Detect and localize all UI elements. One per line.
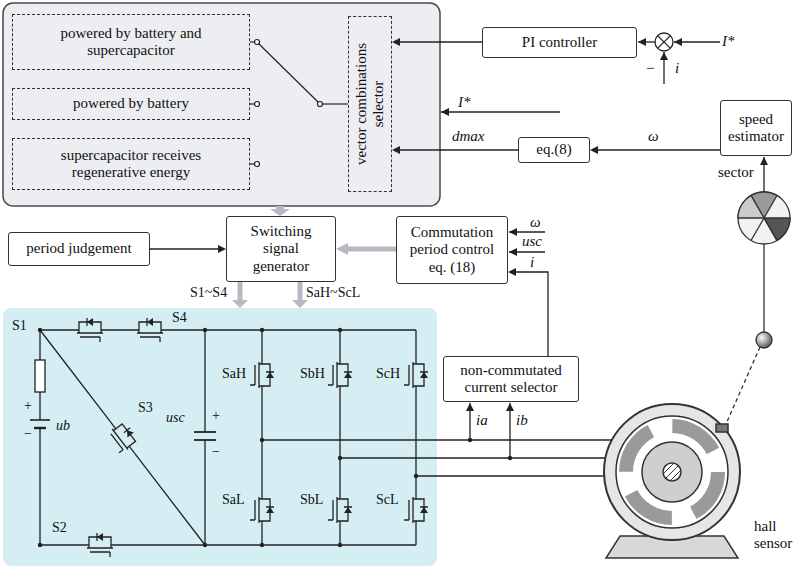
switch-label: S1	[12, 318, 27, 333]
hall-disc	[726, 157, 790, 424]
switch-label: SaH	[222, 366, 246, 381]
phase-wires	[262, 403, 612, 476]
signal-label: i	[675, 60, 679, 77]
junction-dots	[38, 328, 512, 547]
control-box: Commutation period control eq. (18)	[396, 216, 508, 284]
switch-group-label: SaH~ScL	[306, 285, 360, 300]
switch-label: ScH	[376, 366, 400, 381]
node-text: supercapacitor receives regenerative ene…	[26, 147, 236, 182]
converter-circuit	[30, 330, 416, 545]
node-text: vector combinations selector	[353, 22, 388, 186]
switch-label: SbL	[300, 492, 323, 507]
signal-label: I*	[458, 94, 471, 111]
edge-label: i	[530, 254, 534, 271]
connector	[400, 149, 518, 150]
signal-label: usc	[522, 233, 542, 250]
mode-box: powered by battery and supercapacitor	[12, 14, 250, 70]
switch-label: S2	[52, 520, 67, 535]
current-label: ia	[476, 412, 488, 429]
switch-symbols	[70, 318, 428, 557]
selector-box: non-commutated current selector	[443, 356, 579, 402]
switch-label: SbH	[300, 366, 325, 381]
polarity-sign: +	[212, 408, 220, 423]
signal-label: sector	[718, 164, 754, 181]
selector-box: vector combinations selector	[348, 16, 392, 192]
mode-box: supercapacitor receives regenerative ene…	[12, 138, 250, 190]
voltage-label: ub	[56, 418, 70, 433]
connector	[516, 272, 548, 356]
switch-group-label: S1~S4	[190, 285, 227, 300]
motor	[604, 404, 740, 558]
node-text: powered by battery	[73, 95, 189, 112]
controller-box: PI controller	[482, 27, 637, 58]
connector	[348, 247, 396, 252]
control-panel	[3, 3, 440, 206]
switch-label: S3	[138, 400, 153, 415]
mode-box: powered by battery	[12, 88, 250, 120]
voltage-label: usc	[166, 410, 185, 425]
summing-junction	[638, 33, 720, 84]
node-text: period judgement	[26, 240, 131, 257]
edge-label: ω	[648, 128, 659, 145]
reference-wire	[441, 111, 560, 112]
process-box: period judgement	[8, 232, 150, 266]
sign-label: −	[646, 60, 654, 77]
estimator-box: speed estimator	[720, 100, 792, 156]
equation-box: eq.(8)	[518, 137, 590, 163]
switch-label: S4	[172, 310, 187, 325]
converter-region	[3, 308, 437, 566]
signal-label: I*	[722, 33, 735, 50]
node-text: PI controller	[522, 34, 597, 51]
polarity-sign: −	[212, 444, 220, 459]
node-text: non-commutated current selector	[451, 362, 571, 397]
commutation-inputs	[509, 232, 545, 252]
sensor-label: hall sensor	[754, 518, 806, 551]
node-text: eq.(8)	[536, 141, 571, 158]
node-text: speed estimator	[724, 111, 788, 146]
edge-label: dmax	[452, 128, 485, 145]
switch-label: ScL	[376, 492, 399, 507]
node-text: Switching signal generator	[241, 223, 321, 275]
connector	[400, 41, 482, 42]
node-text: powered by battery and supercapacitor	[26, 25, 236, 60]
node-text: Commutation period control eq. (18)	[402, 224, 502, 276]
connector	[150, 248, 218, 249]
signal-label: ω	[530, 214, 541, 231]
polarity-sign: −	[24, 426, 32, 441]
connector	[598, 149, 720, 150]
selector-switch	[250, 40, 348, 167]
switch-label: SaL	[222, 492, 245, 507]
polarity-sign: +	[24, 398, 32, 413]
generator-box: Switching signal generator	[226, 216, 336, 282]
current-label: ib	[516, 412, 528, 429]
